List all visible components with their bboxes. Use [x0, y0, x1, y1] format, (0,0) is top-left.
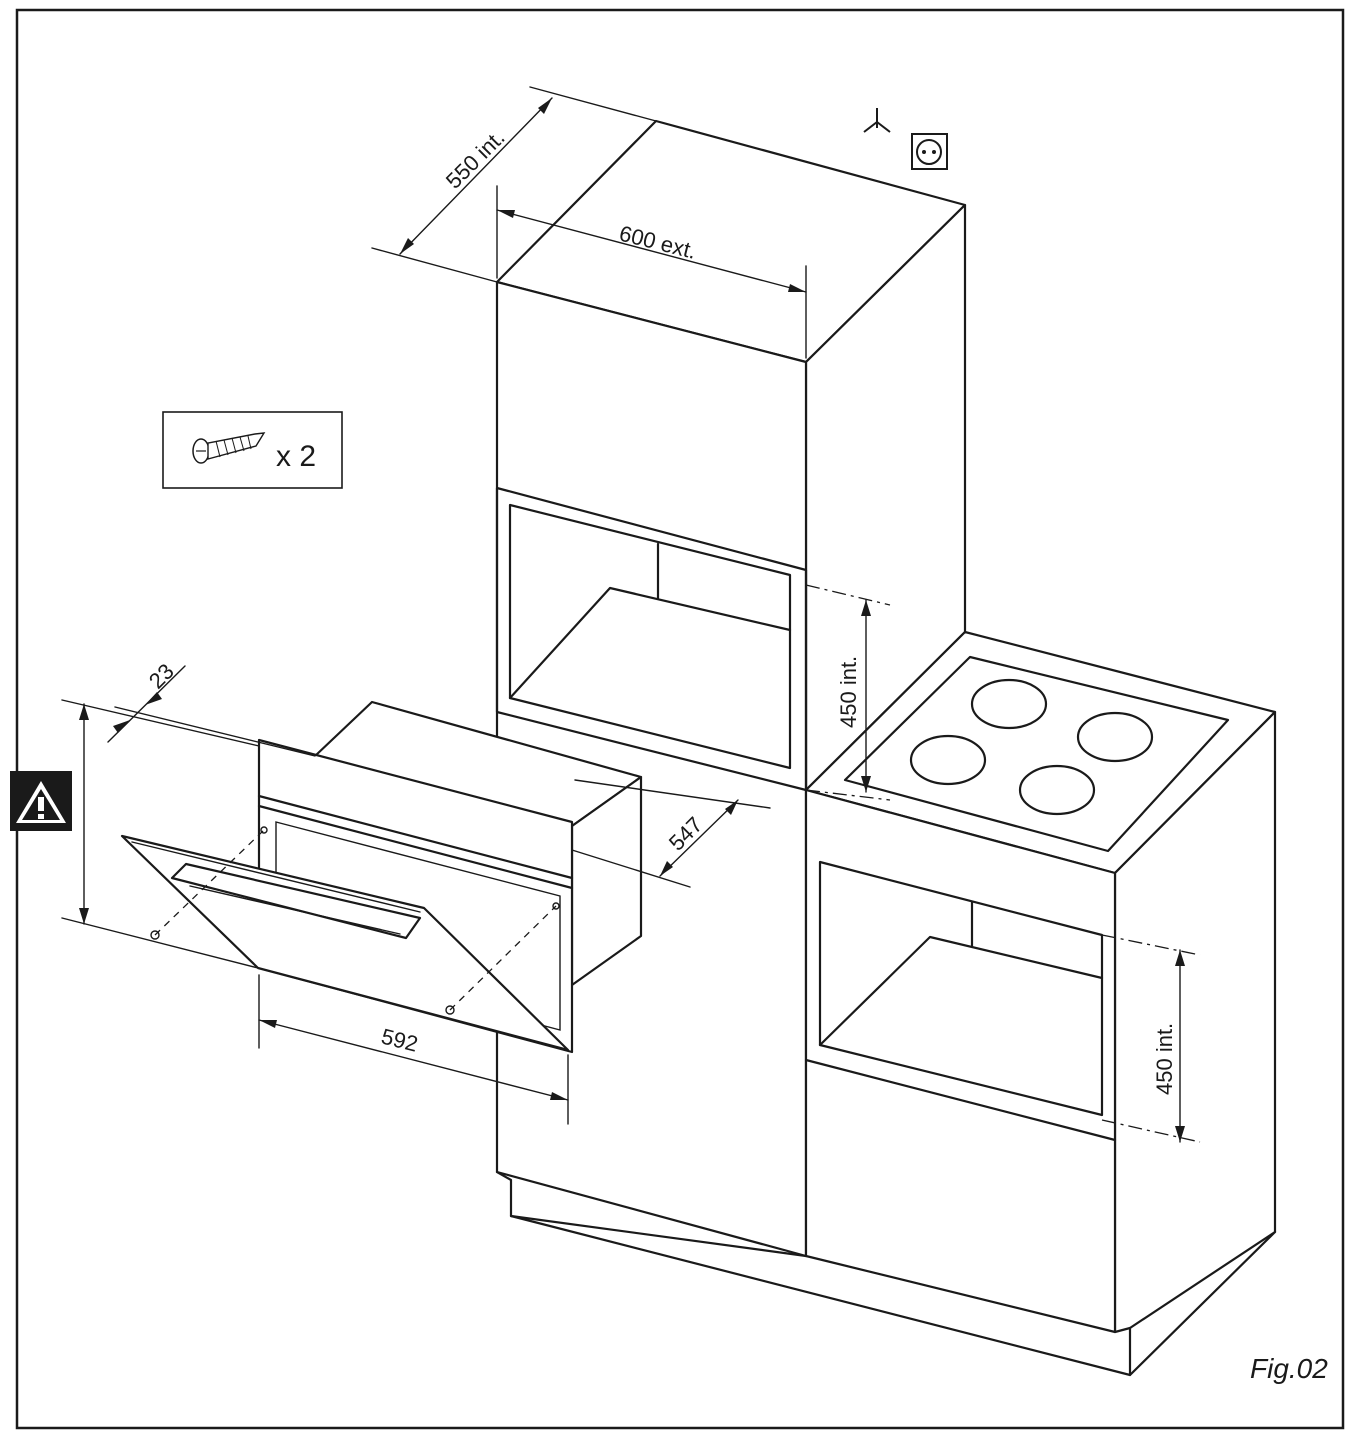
figure-label: Fig.02 [1250, 1353, 1328, 1384]
dim-550-label: 550 int. [441, 125, 510, 194]
earth-symbol-icon [863, 108, 891, 133]
dim-450-lower-label: 450 int. [1152, 1023, 1177, 1095]
oven [120, 700, 643, 1054]
dim-450-upper-label: 450 int. [836, 656, 861, 728]
upper-niche-inner [508, 503, 792, 770]
hob [843, 655, 1230, 853]
dimension-lines [61, 86, 1201, 1143]
base-cabinet-front [804, 788, 1117, 1334]
screw-kit-box: x 2 [162, 411, 343, 489]
power-socket-icon [911, 133, 948, 170]
figure-frame [15, 8, 1345, 1430]
dim-592-label: 592 [379, 1024, 421, 1057]
base-cabinet [509, 630, 1277, 1377]
tall-cabinet [495, 119, 967, 1258]
dim-23-label: 23 [144, 659, 179, 694]
hob-ring [909, 734, 987, 786]
hob-ring [970, 678, 1048, 730]
screw-quantity: x 2 [276, 440, 316, 473]
lower-niche-outer [818, 860, 1104, 1117]
hob-ring [1018, 764, 1096, 816]
tall-cabinet-plinth [495, 1170, 808, 1258]
warning-triangle-icon [10, 771, 72, 831]
hob-ring [1076, 711, 1154, 763]
oven-door [120, 834, 570, 1052]
screw-icon [192, 432, 266, 464]
